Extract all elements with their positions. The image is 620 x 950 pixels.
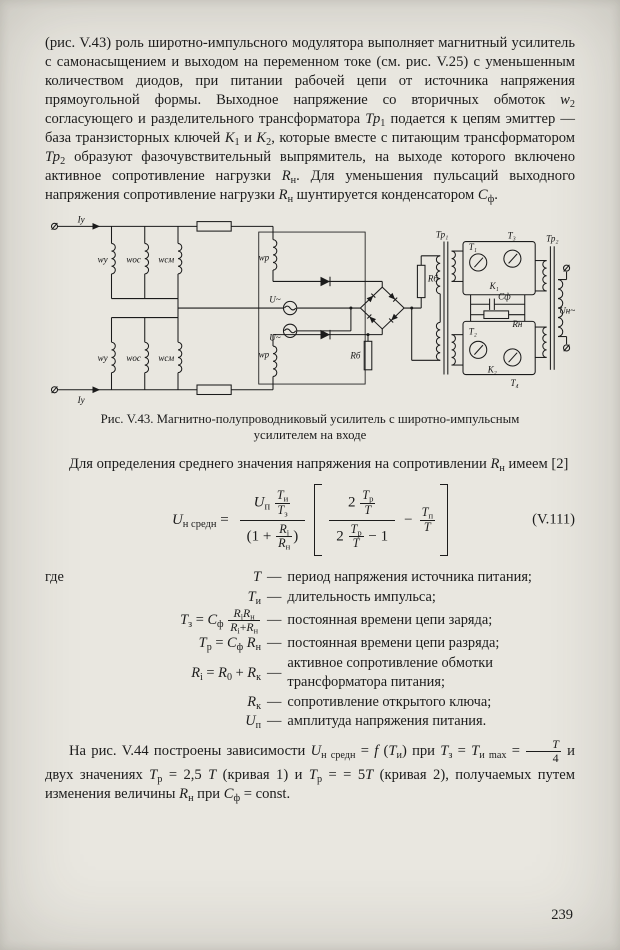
- where-term: Тр = Сф Rн: [198, 635, 261, 654]
- where-dash: —: [267, 611, 282, 628]
- circuit-diagram: Iу Iу wу wос wсм wр wу wос wсм wр U~ U~ …: [50, 215, 575, 405]
- left-bracket: [314, 484, 323, 556]
- where-definition: сопротивление открытого ключа;: [287, 693, 492, 710]
- where-row: Ri = R0 + Rк — активное сопротивление об…: [91, 654, 575, 693]
- where-dash: —: [267, 664, 282, 681]
- where-definition: период напряжения источника питания;: [287, 569, 532, 585]
- where-definition: постоянная времени цепи разряда;: [287, 635, 500, 652]
- label-k1: К₁: [489, 281, 499, 291]
- label-tr2: Тр₂: [546, 234, 558, 244]
- lead-in-paragraph: Для определения среднего значения напряж…: [69, 456, 569, 474]
- page-content: (рис. V.43) роль широтно-импульсного мод…: [45, 34, 575, 804]
- where-dash: —: [267, 693, 282, 710]
- where-row: Rк — сопротивление открытого ключа;: [91, 693, 575, 713]
- label-t4: Т₄: [511, 378, 519, 388]
- equation-lhs: Uн средн =: [171, 511, 229, 530]
- definitions-list: где Т — период напряжения источника пита…: [45, 568, 575, 732]
- where-row: Ти — длительность импульса;: [91, 588, 575, 608]
- where-dash: —: [267, 713, 282, 730]
- label-cf: Сф: [498, 292, 511, 302]
- label-wsm-bottom: wсм: [158, 353, 174, 363]
- where-definition: длительность импульса;: [287, 588, 436, 605]
- figure-caption-line1: Рис. V.43. Магнитно-полупроводниковый ус…: [100, 412, 520, 426]
- where-dash: —: [267, 588, 282, 605]
- label-iy-bottom: Iу: [77, 395, 85, 405]
- where-term: Т: [252, 569, 261, 585]
- label-wy-top: wу: [98, 254, 108, 264]
- where-dash: —: [267, 635, 282, 652]
- where-definition: амплитуда напряжения питания.: [287, 713, 487, 730]
- where-definition: постоянная времени цепи заряда;: [287, 611, 493, 628]
- label-t1: Т₁: [469, 242, 477, 252]
- where-term: Ri = R0 + Rк: [191, 664, 261, 683]
- label-wos-top: wос: [126, 254, 141, 264]
- intro-paragraph: (рис. V.43) роль широтно-импульсного мод…: [45, 35, 575, 205]
- where-row: Т — период напряжения источника питания;: [91, 568, 575, 588]
- label-rn: Rн: [511, 319, 523, 329]
- equation-number: (V.111): [532, 511, 575, 528]
- where-row: Тр = Сф Rн — постоянная времени цепи раз…: [91, 634, 575, 654]
- label-k2: К₂: [487, 365, 497, 375]
- closing-paragraph: На рис. V.44 построены зависимости Uн ср…: [45, 736, 576, 804]
- where-rows: Т — период напряжения источника питания;…: [91, 568, 575, 732]
- minus-sign: −: [404, 511, 413, 528]
- where-row: Uп — амплитуда напряжения питания.: [91, 712, 575, 732]
- equation-last-denominator: Т: [419, 519, 436, 535]
- label-wsm-top: wсм: [158, 254, 174, 264]
- circuit-wires: [50, 221, 571, 396]
- label-wp-bottom: wр: [259, 349, 270, 359]
- where-term: Rк: [247, 693, 261, 712]
- figure-caption-line2: усилителем на входе: [253, 428, 367, 442]
- equation-last-fraction: Тп Т: [419, 504, 436, 535]
- figure-v43: Iу Iу wу wос wсм wр wу wос wсм wр U~ U~ …: [45, 213, 575, 443]
- label-rb-right: Rб: [427, 273, 439, 283]
- label-iy-top: Iу: [77, 215, 85, 225]
- label-t2: Т₂: [469, 327, 477, 337]
- where-term: Uп: [245, 713, 261, 732]
- label-un: Uн~: [559, 306, 575, 316]
- where-dash: —: [267, 569, 282, 585]
- label-u-bottom: U~: [269, 332, 281, 342]
- equation-last-numerator: Тп: [421, 504, 434, 521]
- label-tr1: Тр₁: [436, 230, 448, 240]
- label-rb-left: Rб: [349, 350, 361, 360]
- label-u-top: U~: [269, 294, 281, 304]
- label-t3: Т₃: [508, 231, 516, 241]
- label-wp-top: wр: [259, 253, 270, 263]
- label-wy-bottom: wу: [98, 353, 108, 363]
- where-definition: активное сопротивление обмотки трансформ…: [287, 654, 493, 691]
- label-wos-bottom: wос: [126, 353, 141, 363]
- where-word: где: [45, 569, 64, 585]
- page-number: 239: [551, 907, 573, 923]
- right-bracket: [440, 484, 449, 556]
- where-term: Ти: [247, 588, 261, 607]
- figure-caption: Рис. V.43. Магнитно-полупроводниковый ус…: [45, 411, 575, 443]
